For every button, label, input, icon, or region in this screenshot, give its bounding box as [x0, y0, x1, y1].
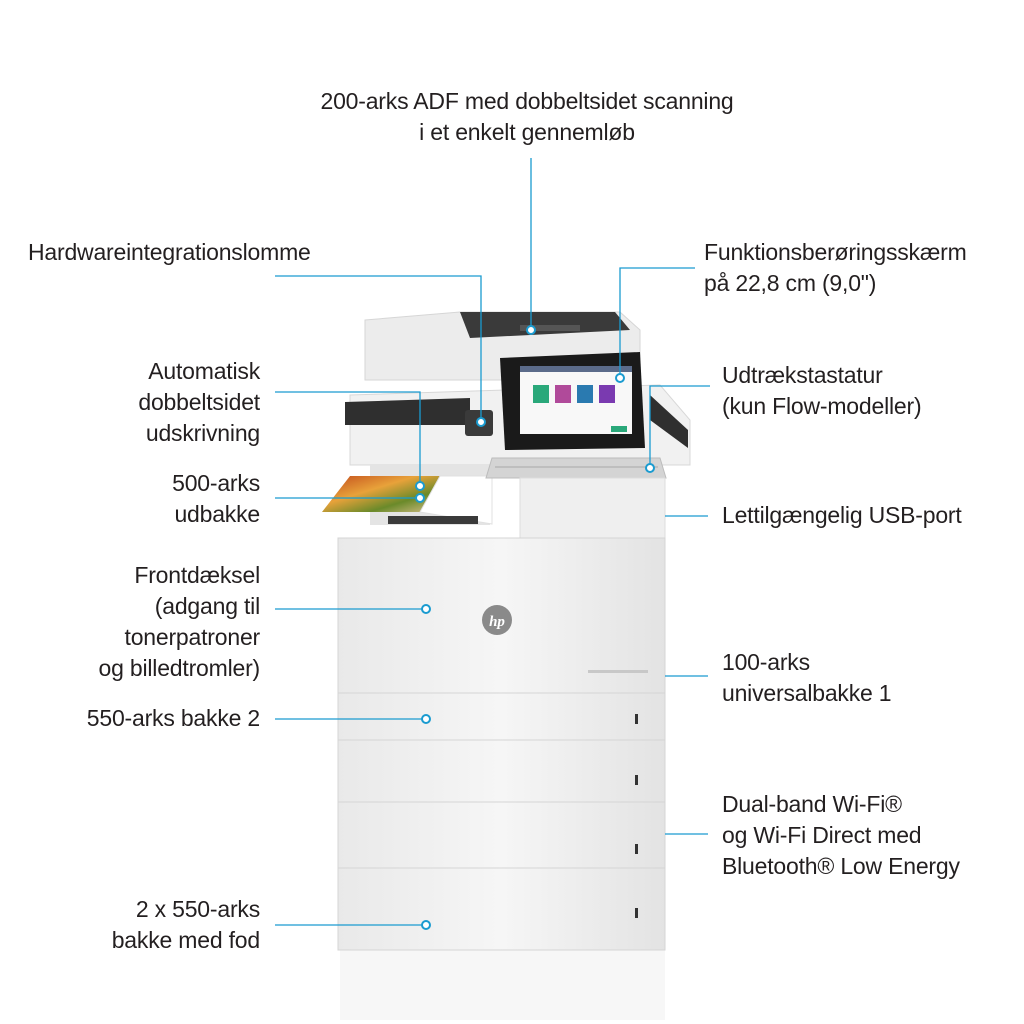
tray-4-indicator — [635, 844, 638, 854]
callout-dot-tray2 — [421, 714, 431, 724]
callout-tray1: 100-arks universalbakke 1 — [722, 649, 892, 706]
dark-band — [345, 398, 470, 425]
callout-output-bin: 500-arks udbakke — [172, 470, 260, 527]
output-photo — [322, 476, 440, 512]
tray-5-indicator — [635, 908, 638, 918]
callout-dots — [415, 325, 655, 930]
model-label — [588, 670, 648, 673]
callout-keyboard: Udtrækstastatur (kun Flow-modeller) — [722, 362, 922, 419]
callout-wireless: Dual-band Wi-Fi® og Wi-Fi Direct med Blu… — [722, 791, 960, 879]
callout-duplex: Automatisk dobbeltsidet udskrivning — [138, 358, 260, 446]
callout-line-hip — [275, 275, 482, 422]
callout-hip: Hardwareintegrationslomme — [28, 239, 311, 265]
callout-front-cover: Frontdæksel (adgang til tonerpatroner og… — [98, 562, 261, 681]
screen-app-2 — [555, 385, 571, 403]
tray-3-indicator — [635, 775, 638, 785]
callout-adf: 200-arks ADF med dobbeltsidet scanning i… — [320, 88, 734, 145]
callout-usb: Lettilgængelig USB-port — [722, 502, 962, 528]
callout-dot-keyboard — [645, 463, 655, 473]
callout-line-duplex — [275, 391, 421, 486]
callout-dot-hip — [476, 417, 486, 427]
screen-app-4 — [599, 385, 615, 403]
output-tray-slot — [388, 516, 478, 524]
pullout-keyboard — [485, 457, 667, 479]
callout-dot-duplex — [415, 481, 425, 491]
callout-touchscreen: Funktionsberøringsskærm på 22,8 cm (9,0"… — [704, 239, 967, 296]
tray-3 — [337, 739, 666, 803]
callout-line-touchscreen — [619, 267, 695, 378]
tray-5 — [337, 867, 666, 951]
callout-dot-front-cover — [421, 604, 431, 614]
hp-logo — [482, 605, 512, 635]
output-paper — [419, 475, 493, 525]
side-column — [519, 477, 666, 541]
tray-2 — [337, 692, 666, 741]
tray-4 — [337, 801, 666, 869]
screen-header — [520, 366, 632, 372]
screen-app-1 — [533, 385, 549, 403]
adf-tray — [520, 325, 580, 331]
callout-stand: 2 x 550-arks bakke med fod — [111, 896, 260, 953]
callout-dot-output-bin — [415, 493, 425, 503]
callout-lines — [275, 158, 710, 926]
callout-dot-stand — [421, 920, 431, 930]
tray-2-indicator — [635, 714, 638, 724]
callout-tray2: 550-arks bakke 2 — [86, 705, 260, 731]
dark-band-right — [650, 395, 688, 448]
callout-line-keyboard — [649, 385, 710, 468]
hp-logo-text: hp — [489, 614, 505, 630]
callout-dot-touchscreen — [615, 373, 625, 383]
screen-app-3 — [577, 385, 593, 403]
callout-dot-adf — [526, 325, 536, 335]
floor-reflection — [340, 950, 665, 1020]
screen-ok — [611, 426, 627, 432]
